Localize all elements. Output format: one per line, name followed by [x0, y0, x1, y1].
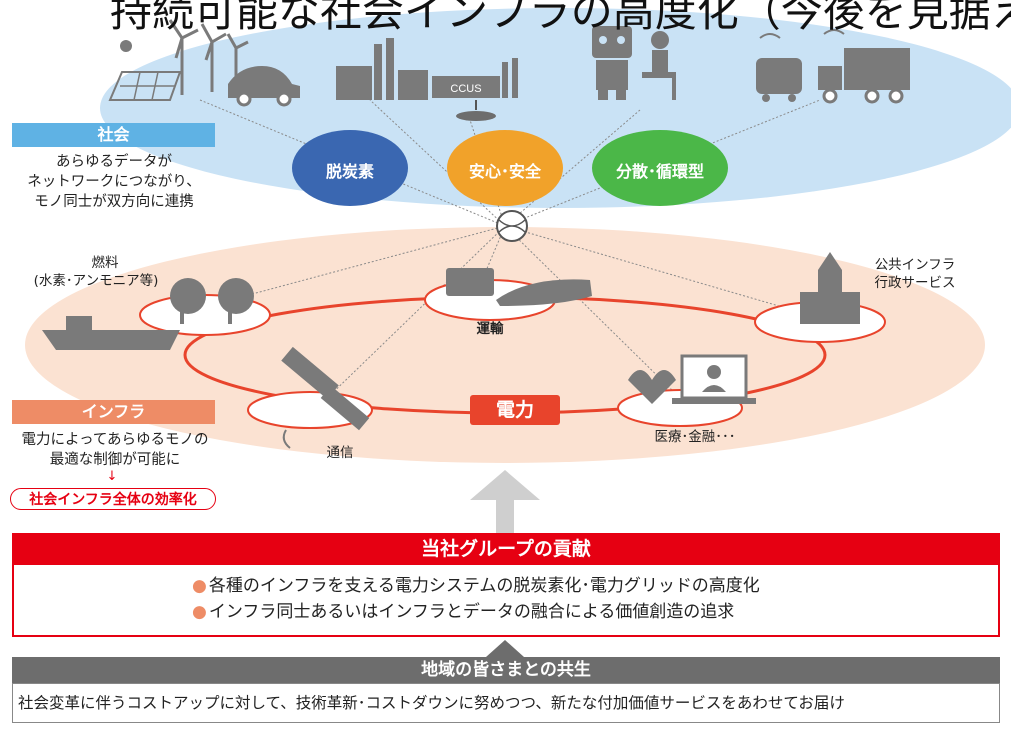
community-text: 社会変革に伴うコストアップに対して、技術革新･コストダウンに努めつつ、新たな付加…: [18, 694, 845, 712]
society-description-line: モノ同士が双方向に連携: [34, 194, 194, 210]
contribution-item: ●インフラ同士あるいはインフラとデータの融合による価値創造の追求: [192, 600, 912, 624]
society-heading: 社会: [12, 123, 215, 147]
page-title: 持続可能な社会インフラの高度化（今後を見据えた取り組み）: [110, 0, 1011, 36]
distributed-label: 分散･循環型: [615, 162, 704, 181]
robot-icon: [592, 26, 632, 100]
power-badge: 電力: [470, 395, 560, 425]
solar-panel-icon: [108, 40, 182, 101]
decarbonization-label: 脱炭素: [325, 162, 374, 181]
transport-label: 運輸: [476, 321, 504, 337]
public-service-label: 行政サービス: [874, 275, 956, 291]
circle-distributed: [592, 130, 728, 206]
satellite-icon: [281, 346, 370, 449]
community-heading: 地域の皆さまとの共生: [12, 657, 1000, 683]
circle-safety: [447, 130, 563, 206]
medical-finance-label: 医療･金融･･･: [654, 429, 736, 445]
contribution-item-text: 各種のインフラを支える電力システムの脱炭素化･電力グリッドの高度化: [208, 576, 760, 596]
community-box: [12, 683, 1000, 723]
contribution-item-text: インフラ同士あるいはインフラとデータの融合による価値創造の追求: [208, 602, 735, 622]
ccus-label: CCUS: [450, 83, 481, 95]
safety-label: 安心･安全: [468, 162, 541, 181]
down-arrow-icon: ↓: [106, 469, 118, 484]
community-arrow: [486, 640, 524, 657]
contribution-arrow: [470, 470, 540, 533]
society-description: あらゆるデータが ネットワークにつながり、 モノ同士が双方向に連携: [14, 152, 214, 212]
circle-decarbonization: [292, 130, 408, 206]
fuel-tank-icon: [170, 278, 254, 324]
infrastructure-heading: インフラ: [12, 400, 215, 424]
communication-label: 通信: [326, 445, 354, 461]
electric-car-icon: [228, 66, 300, 107]
infrastructure-description-line: 最適な制御が可能に: [49, 452, 181, 468]
wind-turbine-icon: [168, 19, 249, 95]
infrastructure-description: 電力によってあらゆるモノの 最適な制御が可能に: [4, 430, 226, 470]
contribution-heading: 当社グループの貢献: [12, 533, 1000, 565]
public-infra-label: 公共インフラ: [874, 257, 956, 273]
person-icon: [642, 31, 676, 100]
bus-train-icon: [446, 268, 592, 306]
ccus-plant-icon: CCUS: [432, 58, 518, 121]
network-hub-icon: [496, 210, 528, 242]
delivery-robot-icon: [756, 33, 802, 102]
fuel-label: 燃料: [91, 255, 119, 271]
society-description-line: ネットワークにつながり、: [27, 174, 201, 190]
ship-icon: [42, 316, 180, 350]
infrastructure-description-line: 電力によってあらゆるモノの: [21, 432, 209, 448]
bullet-icon: ●: [192, 602, 207, 622]
factory-icon: [336, 38, 428, 100]
bullet-icon: ●: [192, 576, 207, 596]
truck-icon: [818, 29, 910, 104]
efficiency-result-badge: 社会インフラ全体の効率化: [10, 488, 216, 510]
contribution-item: ●各種のインフラを支える電力システムの脱炭素化･電力グリッドの高度化: [192, 574, 912, 598]
fuel-sublabel: (水素･アンモニア等): [33, 273, 159, 289]
government-building-icon: [800, 252, 860, 324]
society-description-line: あらゆるデータが: [56, 154, 172, 170]
laptop-doctor-icon: [628, 354, 756, 404]
